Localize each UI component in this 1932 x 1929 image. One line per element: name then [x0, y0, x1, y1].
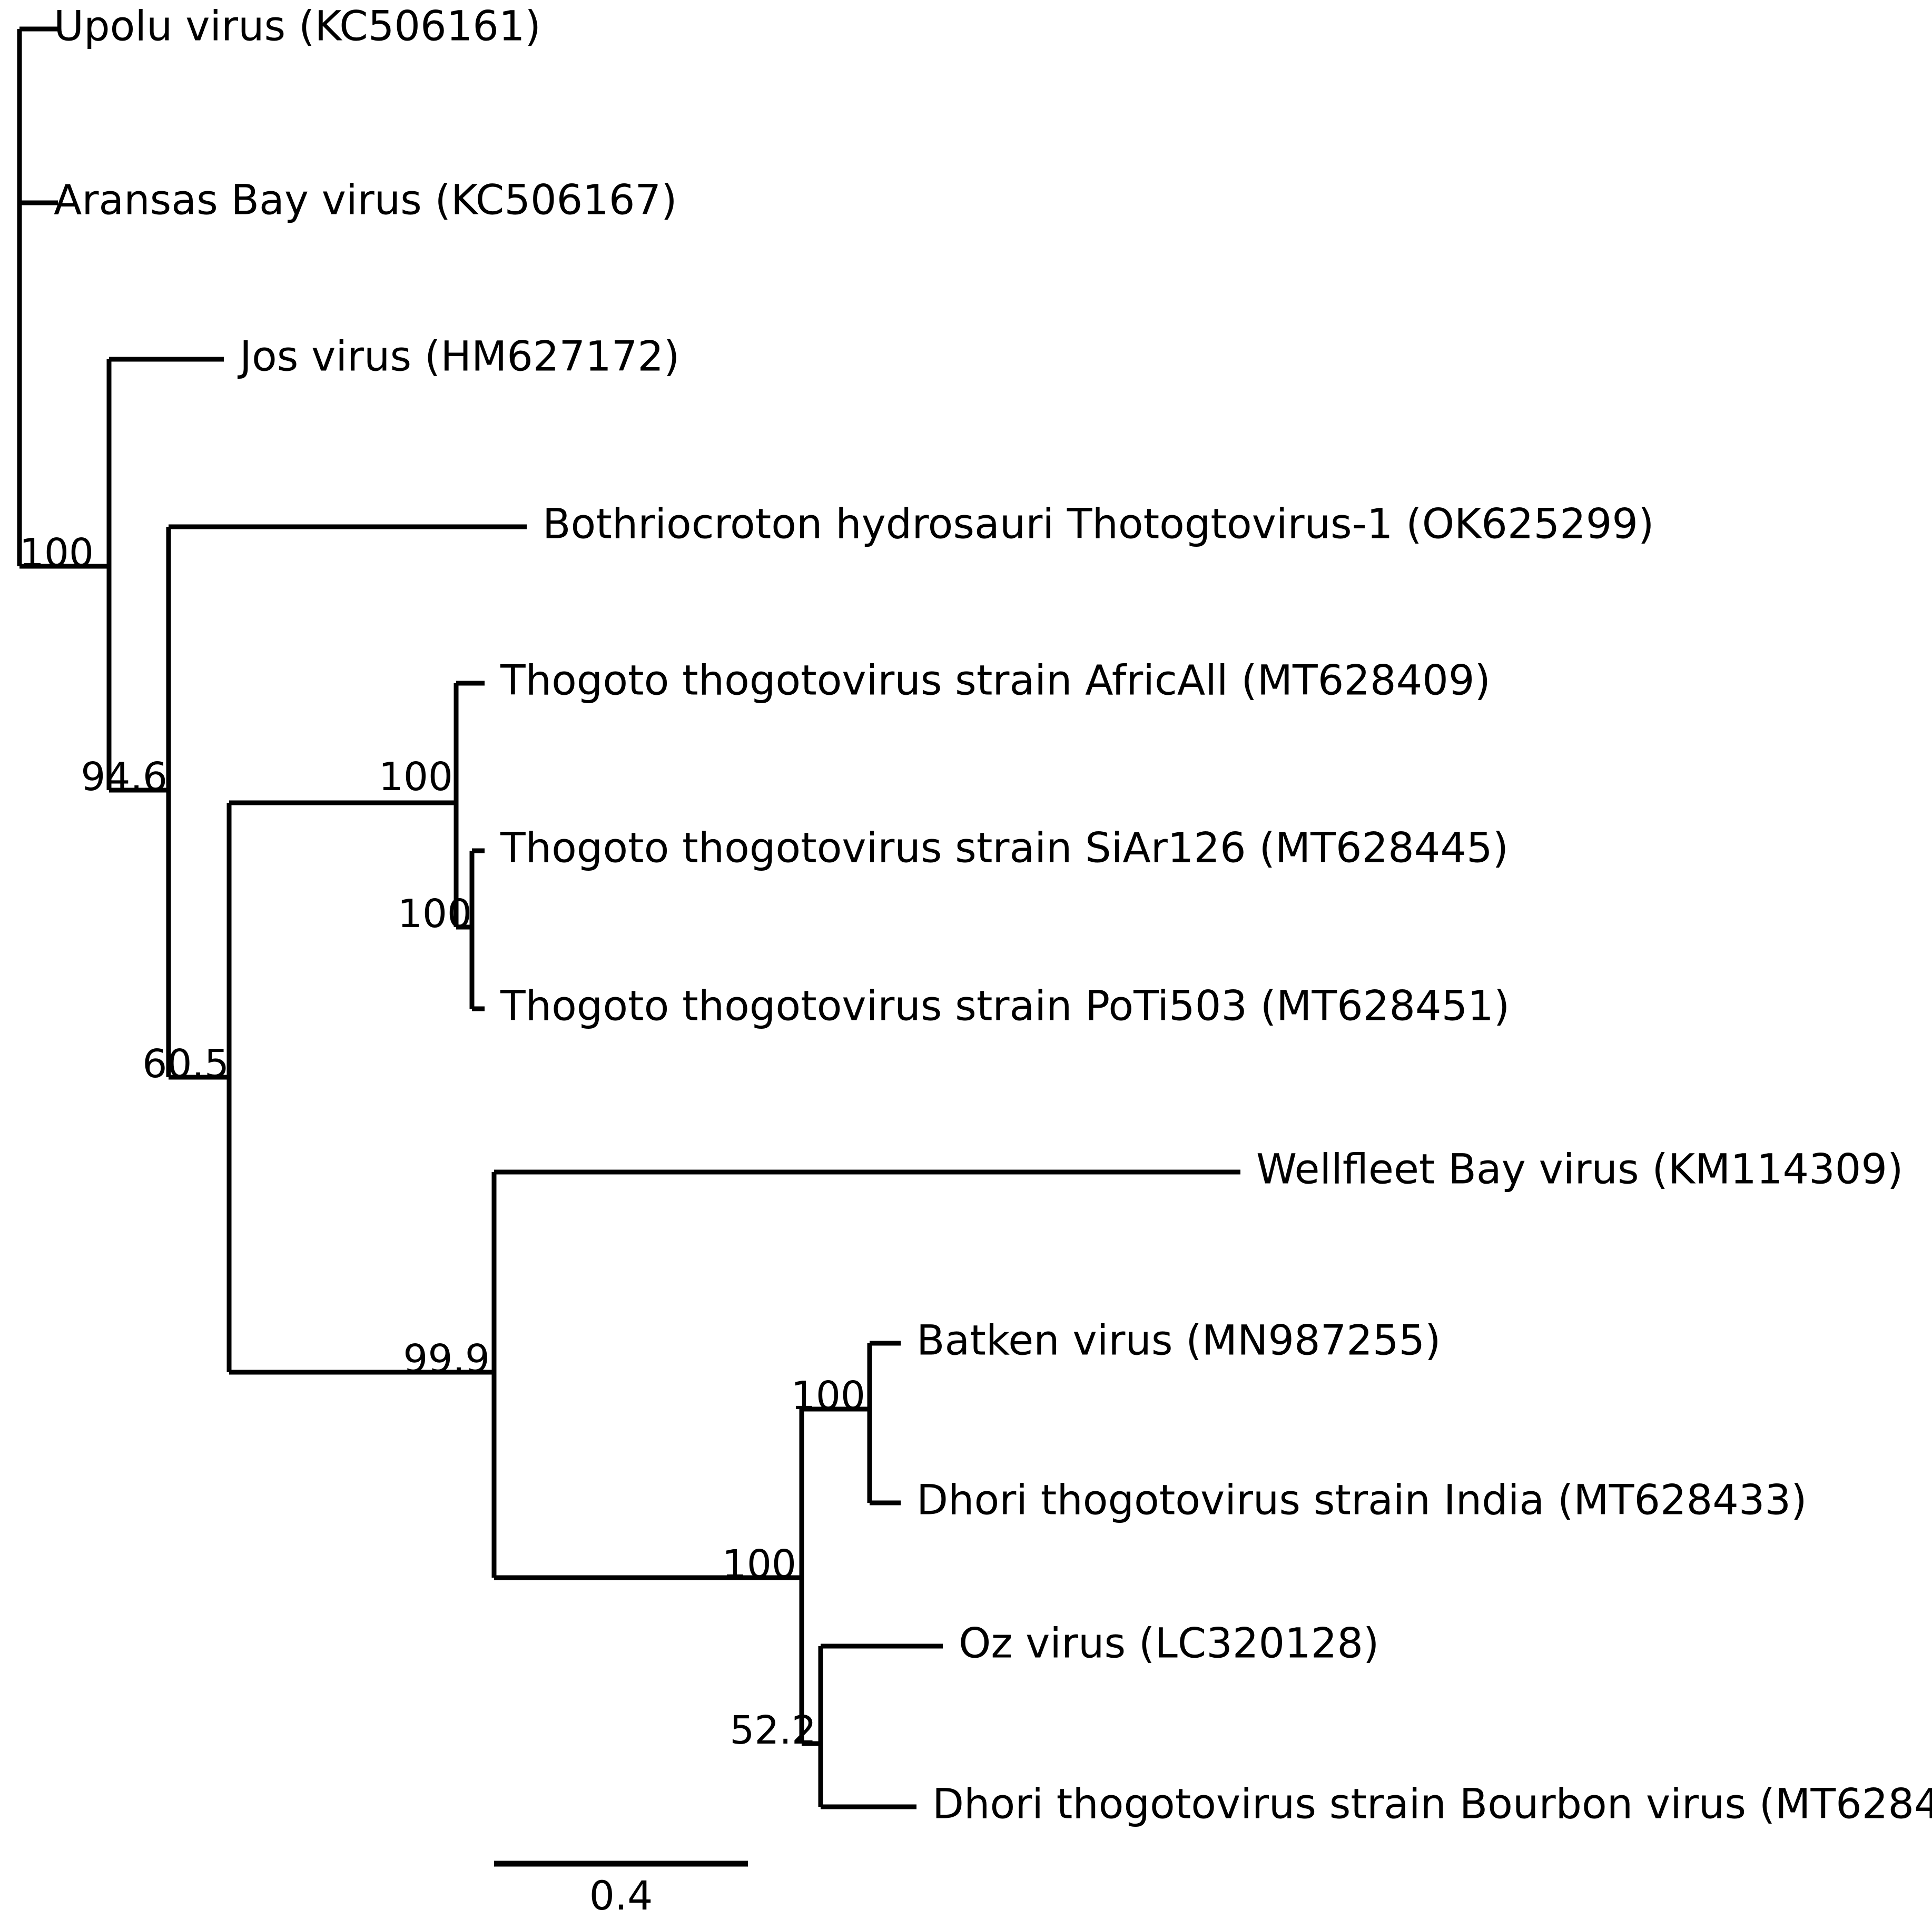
taxon-label-upolu: Upolu virus (KC506161) [54, 3, 541, 50]
support-value-node-52: 52.2 [730, 1708, 816, 1753]
taxon-label-siar126: Thogoto thogotovirus strain SiAr126 (MT6… [500, 824, 1509, 872]
taxon-label-dhori_india: Dhori thogotovirus strain India (MT62843… [916, 1477, 1807, 1524]
support-value-node-dhori: 100 [722, 1542, 796, 1587]
tree-branches-group [17, 26, 1240, 1809]
taxon-label-dhori_bourbon: Dhori thogotovirus strain Bourbon virus … [932, 1780, 1932, 1828]
support-value-node-batken: 100 [791, 1373, 865, 1419]
taxon-label-aransas: Aransas Bay virus (KC506167) [54, 176, 677, 224]
taxon-label-africall: Thogoto thogotovirus strain AfricAll (MT… [500, 657, 1491, 704]
scale-bar-label: 0.4 [589, 1872, 653, 1919]
taxon-label-bothriocroton: Bothriocroton hydrosauri Thotogtovirus-1… [543, 500, 1654, 548]
support-value-node-root: 100 [19, 530, 94, 576]
taxon-label-batken: Batken virus (MN987255) [916, 1317, 1441, 1364]
scale-bar-group: 0.4 [494, 1861, 748, 1919]
taxon-label-jos: Jos virus (HM627172) [237, 333, 680, 380]
support-value-node-jos: 94.6 [81, 754, 167, 800]
support-value-node-thogoto: 100 [379, 754, 453, 800]
taxon-labels-group: Upolu virus (KC506161) Aransas Bay virus … [54, 3, 1932, 1828]
taxon-label-oz: Oz virus (LC320128) [959, 1620, 1379, 1667]
taxon-label-poti503: Thogoto thogotovirus strain PoTi503 (MT6… [500, 982, 1510, 1030]
support-value-node-core: 99.9 [403, 1336, 490, 1382]
support-value-node-bothrio: 60.5 [142, 1041, 229, 1087]
bootstrap-support-group: 100 94.6 60.5 100 100 99.9 100 100 52.2 [19, 530, 865, 1753]
taxon-label-wellfleet: Wellfleet Bay virus (KM114309) [1256, 1146, 1903, 1193]
support-value-node-thogoto-in: 100 [398, 891, 472, 937]
